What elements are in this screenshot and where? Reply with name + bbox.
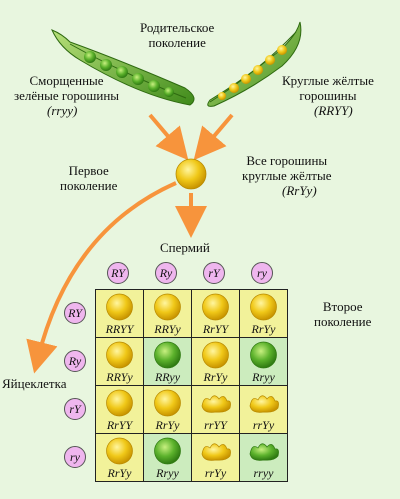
punnett-cell: RRyy xyxy=(144,338,191,385)
pea-icon xyxy=(201,395,231,413)
pea-icon xyxy=(154,341,181,369)
arrow-right-parent xyxy=(193,113,234,161)
egg-gamete: rY xyxy=(64,398,86,420)
punnett-cell: RRYY xyxy=(96,290,143,337)
pea-icon xyxy=(106,389,133,417)
first-generation-pea xyxy=(175,158,207,190)
punnett-cell: rrYy xyxy=(240,386,287,433)
genotype-label: RRYY xyxy=(105,322,134,336)
punnett-cell: rrYY xyxy=(192,386,239,433)
round-yellow-label: Круглые жёлтые горошины xyxy=(282,73,374,103)
punnett-cell: rrYy xyxy=(192,434,239,481)
genotype-label: Rryy xyxy=(252,370,275,384)
pea-icon xyxy=(202,293,229,321)
green-pea-pod xyxy=(51,29,195,106)
egg-gamete: RY xyxy=(64,302,86,324)
punnett-cell: rryy xyxy=(240,434,287,481)
genotype-label: rryy xyxy=(253,466,274,480)
genotype-label: rrYy xyxy=(204,466,227,480)
arrow-to-egg xyxy=(26,181,177,374)
pea-icon xyxy=(154,437,181,465)
genotype-label: RRyy xyxy=(154,370,181,384)
punnett-cell: RRYy xyxy=(96,338,143,385)
pea-icon xyxy=(106,437,133,465)
second-generation-label: Второе поколение xyxy=(314,299,372,329)
genotype-label: RrYy xyxy=(107,466,132,480)
pea-icon xyxy=(106,341,133,369)
all-peas-genotype: (RrYy) xyxy=(282,183,317,198)
pea-icon xyxy=(106,293,133,321)
pea-icon xyxy=(250,293,277,321)
punnett-cell: RrYy xyxy=(144,386,191,433)
pea-icon xyxy=(249,443,279,461)
wrinkled-green-label: Сморщенные зелёные горошины xyxy=(14,73,120,103)
sperm-gamete: rY xyxy=(203,262,225,284)
egg-gamete: Ry xyxy=(64,350,86,372)
punnett-cell: RrYy xyxy=(96,434,143,481)
punnett-cell: Rryy xyxy=(144,434,191,481)
first-generation-label: Первое поколение xyxy=(60,163,118,193)
genotype-label: RrYy xyxy=(155,418,180,432)
genotype-label: Rryy xyxy=(156,466,179,480)
pea-icon xyxy=(249,395,279,413)
genotype-label: RRYy xyxy=(154,322,181,336)
genotype-label: RrYY xyxy=(106,418,133,432)
wrinkled-green-genotype: (rryy) xyxy=(47,103,78,118)
sperm-gamete: Ry xyxy=(155,262,177,284)
genotype-label: RrYY xyxy=(202,322,229,336)
pea-icon xyxy=(202,341,229,369)
punnett-cell: RrYY xyxy=(96,386,143,433)
genotype-label: rrYy xyxy=(252,418,275,432)
sperm-gamete: RY xyxy=(107,262,129,284)
egg-label: Яйцеклетка xyxy=(2,376,67,391)
all-peas-label: Все горошины круглые жёлтые xyxy=(242,153,332,183)
pea-icon xyxy=(250,341,277,369)
genotype-label: RRYy xyxy=(106,370,133,384)
pea-icon xyxy=(154,293,181,321)
punnett-cell: Rryy xyxy=(240,338,287,385)
yellow-pea-pod xyxy=(207,21,302,107)
pea-icon xyxy=(154,389,181,417)
punnett-cell: RRYy xyxy=(144,290,191,337)
genotype-label: RrYy xyxy=(251,322,276,336)
punnett-cell: RrYy xyxy=(192,338,239,385)
pea-icon xyxy=(201,443,231,461)
genotype-label: RrYy xyxy=(203,370,228,384)
round-yellow-genotype: (RRYY) xyxy=(314,103,353,118)
genotype-label: rrYY xyxy=(204,418,227,432)
punnett-cell: RrYY xyxy=(192,290,239,337)
sperm-label: Спермий xyxy=(160,240,210,255)
egg-gamete: ry xyxy=(64,446,86,468)
arrow-left-parent xyxy=(148,113,189,161)
parental-generation-label: Родительское поколение xyxy=(140,20,215,50)
sperm-gamete: ry xyxy=(251,262,273,284)
punnett-cell: RrYy xyxy=(240,290,287,337)
